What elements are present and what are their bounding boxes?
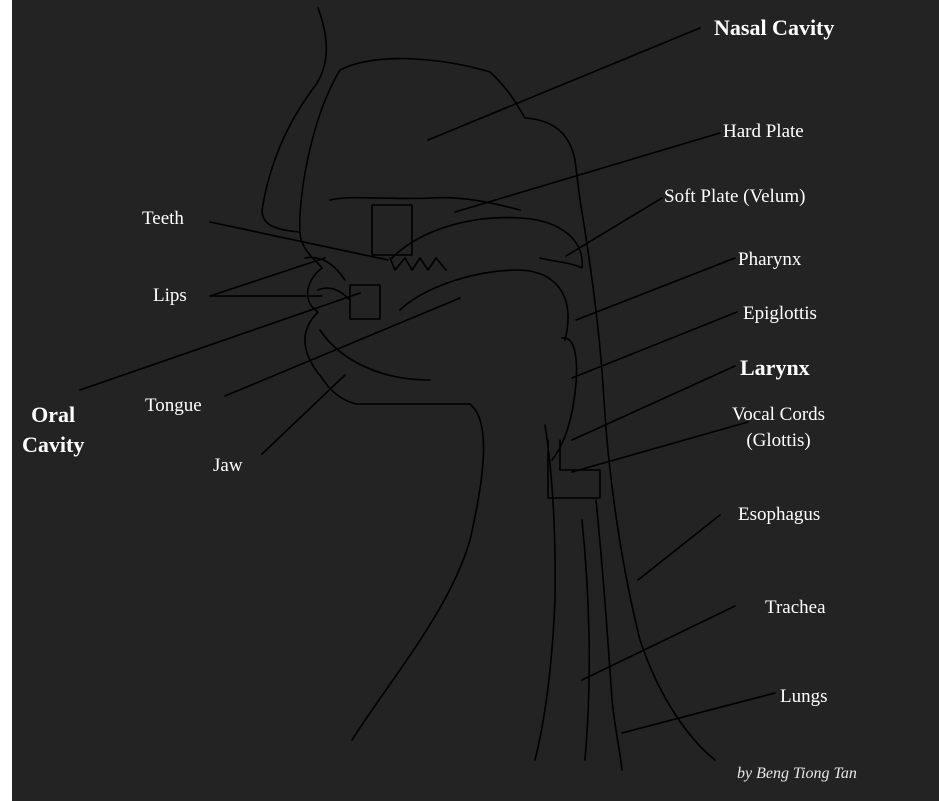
label-vocal-cords: Vocal Cords [732,402,825,428]
label-tongue: Tongue [145,395,202,417]
label-nasal-cavity: Nasal Cavity [714,15,834,40]
label-soft-plate: Soft Plate (Velum) [664,186,805,208]
label-vocal-cords-group: Vocal Cords (Glottis) [732,402,825,453]
label-jaw: Jaw [213,455,243,477]
label-lips: Lips [153,285,187,307]
label-lungs: Lungs [780,686,828,708]
label-teeth: Teeth [142,208,184,230]
label-glottis: (Glottis) [732,428,825,454]
label-cavity: Cavity [22,430,84,460]
label-hard-plate: Hard Plate [723,121,804,143]
label-oral: Oral [22,400,84,430]
label-larynx: Larynx [740,355,810,380]
label-epiglottis: Epiglottis [743,303,817,325]
author-credit: by Beng Tiong Tan [737,765,857,783]
label-esophagus: Esophagus [738,504,820,526]
label-oral-cavity: Oral Cavity [22,400,84,459]
label-pharynx: Pharynx [738,249,801,271]
label-trachea: Trachea [765,597,826,619]
